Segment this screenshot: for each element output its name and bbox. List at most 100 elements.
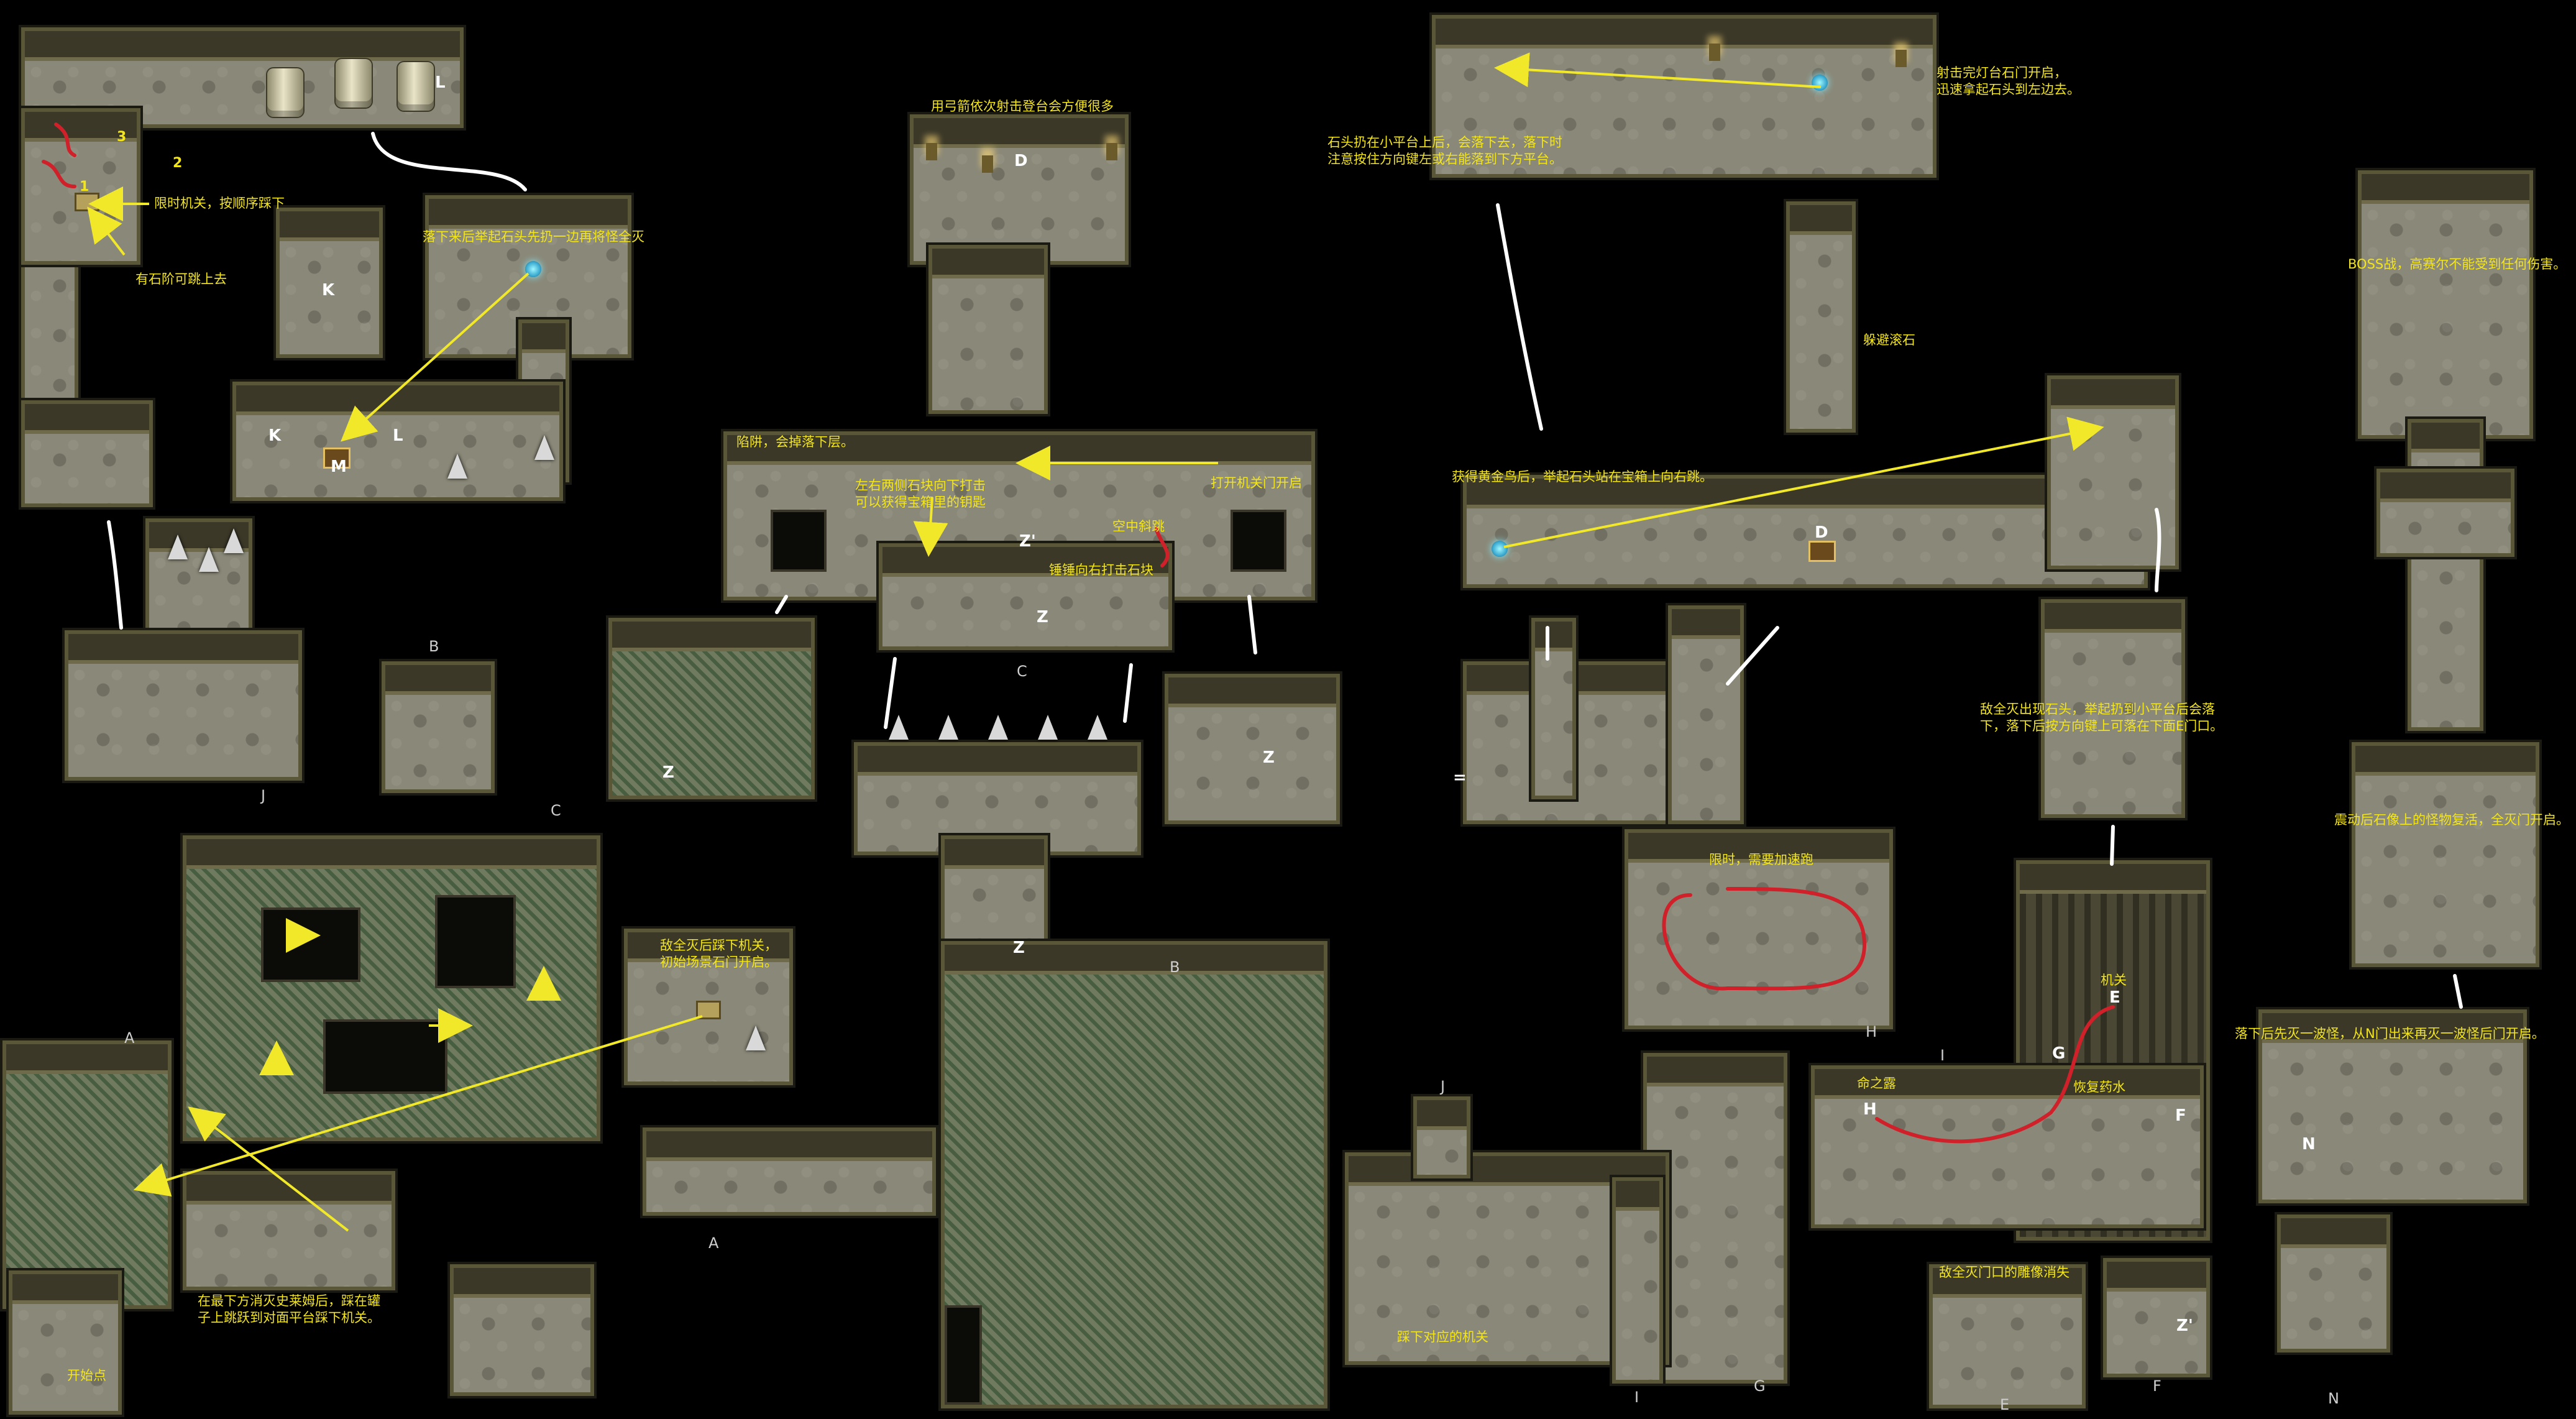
note-air-jump: 空中斜跳 (1112, 519, 1165, 534)
room-a-corridor (646, 1131, 932, 1212)
label-b-small: B (429, 638, 439, 655)
torch-icon (982, 155, 993, 173)
room-lamp-top (1436, 19, 1933, 174)
room-c-lower (882, 547, 1168, 646)
label-g-bottom: G (1754, 1377, 1766, 1395)
label-c-maze: C (551, 802, 561, 819)
note-dodge-rock: 躲避滚石 (1863, 333, 1915, 347)
spike-icon (447, 454, 467, 479)
label-d-golden: D (1815, 523, 1828, 542)
room-j-switch (1349, 1156, 1666, 1361)
label-f-bottom: F (2153, 1377, 2161, 1395)
note-boss: BOSS战，高赛尔不能受到任何伤害。 (2348, 257, 2567, 272)
label-b-big: B (1170, 958, 1180, 976)
room-m-hall (236, 385, 559, 497)
room-g-shaft (1647, 1057, 1784, 1380)
room-left-lower (25, 404, 149, 503)
trap-pit (771, 510, 827, 572)
label-f-hall: F (2175, 1106, 2186, 1125)
note-life-elixir: 命之露 (1857, 1076, 1896, 1091)
spike-icon (224, 528, 244, 553)
room-j-lower (68, 634, 298, 777)
label-k-small: K (322, 281, 335, 300)
room-j-stem (1417, 1100, 1467, 1175)
label-n2: 2 (173, 155, 183, 171)
stone-orb-icon (1492, 541, 1508, 557)
room-n-small (2281, 1218, 2386, 1349)
note-bottom-slime: 在最下方消灭史莱姆后，踩在罐 子上跳跃到对面平台踩下机关。 (198, 1293, 380, 1325)
room-slime (186, 1175, 392, 1287)
label-z2-hub: Z' (1019, 532, 1036, 551)
label-d-archery: D (1014, 152, 1028, 170)
label-a-corridor: A (708, 1234, 719, 1252)
note-hammer-right: 锤锤向右打击石块 (1049, 563, 1153, 577)
label-e-tall: E (2109, 988, 2120, 1007)
label-z-grass: Z (662, 763, 674, 782)
label-l-top: L (435, 73, 446, 92)
room-j-right-drop (1616, 1181, 1659, 1380)
spike-icon (168, 535, 188, 559)
note-statue-shake: 震动后石像上的怪物复活，全灭门开启。 (2334, 812, 2569, 827)
b-pit (945, 1305, 982, 1405)
label-h-hall: H (1863, 1100, 1877, 1119)
room-statue (2355, 746, 2536, 963)
spike-icon (988, 715, 1008, 740)
note-start: 开始点 (67, 1368, 106, 1383)
note-trap: 陷阱，会掉落下层。 (736, 434, 854, 449)
label-z-right: Z (1263, 748, 1275, 767)
room-z-right (1168, 677, 1336, 820)
note-lamp-shoot: 射击完灯台石门开启， 迅速拿起石头到左边去。 (1937, 65, 2080, 97)
note-drop-stone: 落下来后举起石头先扔一边再将怪全灭 (423, 229, 644, 244)
room-archery (914, 118, 1125, 261)
note-left-right-stone: 左右两侧石块向下打击 可以获得宝箱里的钥匙 (855, 478, 986, 510)
room-start-point (12, 1274, 118, 1411)
room-b-small (385, 665, 491, 789)
maze-pit (323, 1019, 447, 1094)
barrel-icon (267, 68, 303, 117)
trap-pit (1231, 510, 1286, 572)
room-kill-stone (2045, 603, 2181, 814)
label-n3: 3 (117, 129, 127, 145)
note-open-gate: 打开机关门开启 (1211, 475, 1302, 490)
note-timed-speedup: 限时，需要加速跑 (1709, 852, 1813, 867)
note-kill-all-stone: 敌全灭出现石头，举起扔到小平台后会落 下，落下后按方向键上可落在下面E门口。 (1980, 702, 2224, 733)
spike-icon (938, 715, 958, 740)
maze-pit (435, 895, 516, 988)
note-restore-potion: 恢复药水 (2073, 1080, 2125, 1095)
torch-icon (926, 143, 937, 160)
label-j-switch: J (1441, 1078, 1446, 1095)
label-a-entry: A (124, 1029, 135, 1047)
room-eq-shaft (1535, 622, 1572, 796)
stone-orb-icon (1812, 75, 1828, 91)
room-eq-right (1672, 609, 1740, 820)
label-m: M (331, 457, 347, 476)
label-n1: 1 (80, 179, 89, 195)
torch-icon (1709, 44, 1720, 61)
chest-icon (323, 448, 351, 469)
stone-orb-icon (525, 261, 541, 277)
room-a-entry (6, 1044, 168, 1305)
label-e-bottom: E (2000, 1396, 2010, 1413)
room-golden-bird-up (2051, 379, 2175, 566)
room-k-small (280, 211, 379, 354)
label-k-hall: K (268, 426, 282, 445)
note-archery: 用弓箭依次射击登台会方便很多 (931, 99, 1114, 114)
torch-icon (1106, 143, 1117, 160)
switch-plate-icon (696, 1001, 721, 1019)
switch-plate-icon (75, 193, 99, 211)
spike-icon (889, 715, 909, 740)
note-golden-bird: 获得黄金鸟后，举起石头站在宝箱上向右跳。 (1452, 469, 1713, 484)
note-statue-vanish: 敌全灭门口的雕像消失 (1939, 1265, 2070, 1280)
room-golden-bird (1467, 479, 2144, 584)
spike-icon (1038, 715, 1058, 740)
note-step-switch: 踩下对应的机关 (1397, 1329, 1488, 1344)
label-h-timed: H (1866, 1023, 1877, 1040)
label-j-lower: J (261, 787, 266, 804)
room-rolling-rock (1790, 205, 1852, 429)
room-boss-cross (2380, 472, 2511, 553)
maze-pit (261, 907, 360, 982)
label-n-hall: N (2302, 1135, 2316, 1154)
room-archery-neck (932, 249, 1044, 410)
room-boss (2362, 174, 2529, 435)
